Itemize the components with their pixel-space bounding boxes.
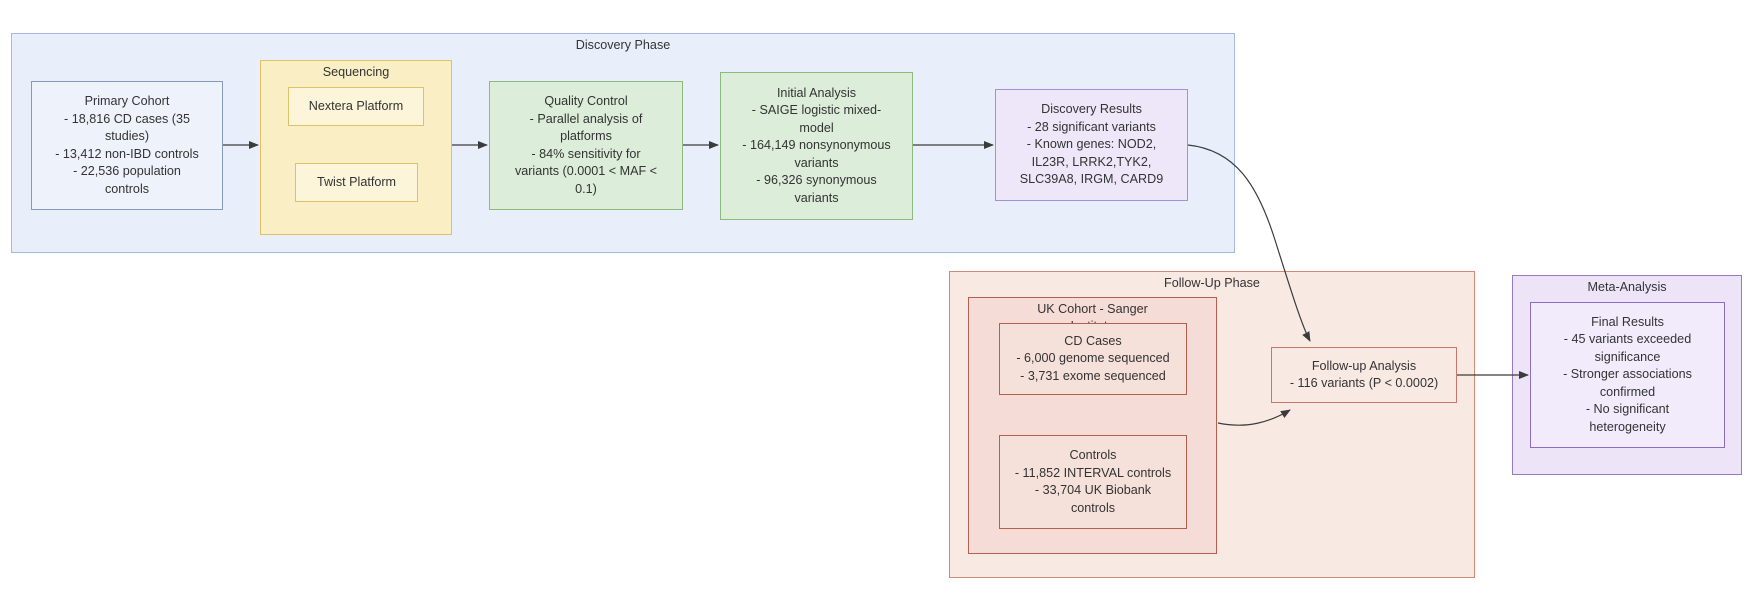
text-line: controls xyxy=(1070,500,1116,515)
text-line: variants xyxy=(794,190,839,205)
cluster-discovery-phase-label: Discovery Phase xyxy=(575,38,671,52)
text-line: - 13,412 non-IBD controls xyxy=(55,146,199,161)
text-line: Initial Analysis xyxy=(776,85,857,100)
text-line: - 45 variants exceeded xyxy=(1563,332,1692,347)
text-line: CD Cases xyxy=(1064,333,1122,348)
text-line: Follow-up Analysis xyxy=(1311,358,1417,373)
node-twist-platform: Twist Platform xyxy=(295,163,418,202)
text-line: Nextera Platform xyxy=(308,98,404,113)
text-line: platforms xyxy=(560,129,612,143)
node-initial-analysis: Initial Analysis - SAIGE logistic mixed-m… xyxy=(720,72,913,220)
cluster-meta-analysis-label: Meta-Analysis xyxy=(1587,280,1667,294)
text-line: - Known genes: NOD2, xyxy=(1026,137,1157,152)
node-final-results: Final Results - 45 variants exceeded signi… xyxy=(1530,302,1725,448)
text-line: - 28 significant variants xyxy=(1027,119,1156,134)
cluster-followup-phase-label: Follow-Up Phase xyxy=(1164,276,1260,290)
text-line: studies) xyxy=(104,129,150,143)
text-line: - 11,852 INTERVAL controls xyxy=(1014,465,1172,480)
text-line: Twist Platform xyxy=(316,174,397,189)
text-line: - 6,000 genome sequenced xyxy=(1016,351,1170,366)
text-line: - 116 variants (P < 0.0002) xyxy=(1289,376,1439,390)
text-line: Final Results xyxy=(1591,314,1664,329)
text-line: - 84% sensitivity for xyxy=(531,146,641,161)
node-controls: Controls - 11,852 INTERVAL controls - 33,7… xyxy=(999,435,1187,529)
text-line: 0.1) xyxy=(575,181,597,196)
text-line: - 96,326 synonymous xyxy=(756,173,877,188)
text-line: - 33,704 UK Biobank xyxy=(1034,483,1152,497)
text-line: Discovery Results xyxy=(1041,102,1142,117)
text-line: confirmed xyxy=(1599,384,1656,399)
text-line: controls xyxy=(104,181,150,196)
text-line: Quality Control xyxy=(544,94,628,108)
text-line: - No significant xyxy=(1585,402,1670,417)
node-discovery-results: Discovery Results - 28 significant varian… xyxy=(995,89,1188,201)
text-line: - 164,149 nonsynonymous xyxy=(742,138,891,153)
text-line: heterogeneity xyxy=(1589,419,1666,434)
text-line: IL23R, LRRK2,TYK2, xyxy=(1031,154,1152,169)
node-quality-control: Quality Control - Parallel analysis of pla… xyxy=(489,81,683,210)
node-followup-analysis: Follow-up Analysis - 116 variants (P < 0.… xyxy=(1271,347,1457,403)
text-line: - 18,816 CD cases (35 xyxy=(64,111,190,126)
text-line: - SAIGE logistic mixed- xyxy=(751,103,882,118)
text-line: - Stronger associations xyxy=(1563,367,1692,382)
text-line: Primary Cohort xyxy=(84,94,170,108)
node-nextera-platform: Nextera Platform xyxy=(288,87,424,126)
cluster-sequencing-label: Sequencing xyxy=(322,65,390,79)
text-line: - 3,731 exome sequenced xyxy=(1020,368,1166,383)
text-line: SLC39A8, IRGM, CARD9 xyxy=(1019,172,1164,187)
node-primary-cohort: Primary Cohort - 18,816 CD cases (35 studi… xyxy=(31,81,223,210)
text-line: variants xyxy=(794,155,839,170)
text-line: - Parallel analysis of xyxy=(529,111,643,126)
text-line: model xyxy=(799,120,834,135)
node-cd-cases: CD Cases - 6,000 genome sequenced - 3,731 … xyxy=(999,323,1187,395)
text-line: UK Cohort - Sanger xyxy=(1037,302,1148,316)
text-line: significance xyxy=(1594,349,1661,364)
text-line: Controls xyxy=(1069,448,1117,462)
text-line: variants (0.0001 < MAF < xyxy=(514,164,658,178)
text-line: - 22,536 population xyxy=(73,164,181,178)
